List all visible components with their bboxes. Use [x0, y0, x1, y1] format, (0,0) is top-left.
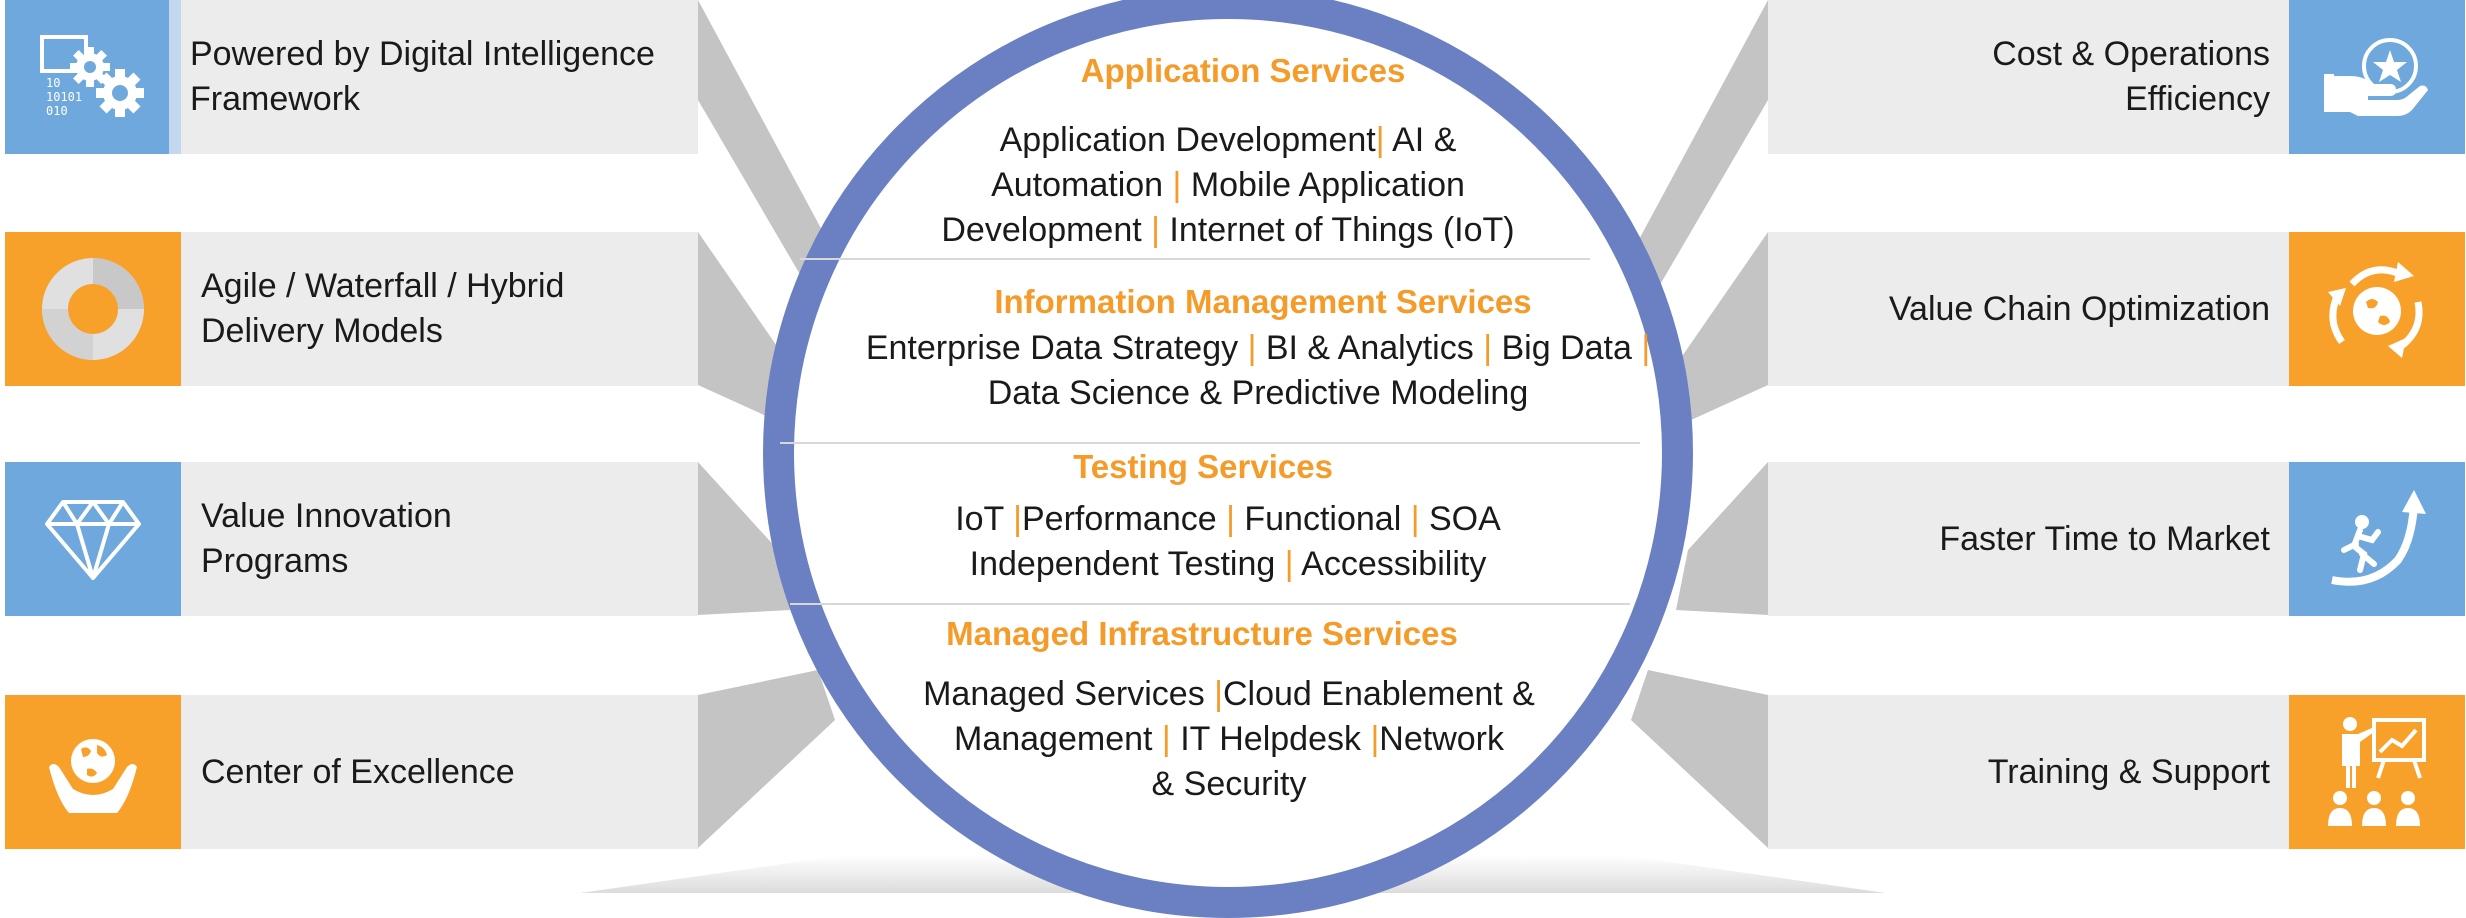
application-services-title: Application Services [1080, 52, 1406, 89]
right-card-label: Cost & Operations Efficiency [1992, 35, 2270, 118]
svg-text:10: 10 [46, 76, 60, 90]
globe-cycle-icon [2328, 262, 2423, 358]
globe-in-hands-icon [49, 739, 137, 813]
ray-right-4 [1631, 670, 1768, 848]
right-card-time-to-market: Faster Time to Market [1768, 462, 2465, 616]
left-card-center-of-excellence: Center of Excellence [5, 695, 698, 849]
service-line: Independent Testing | Accessibility [969, 545, 1487, 583]
left-card-label: Center of Excellence [201, 752, 515, 791]
service-line: & Security [1151, 765, 1307, 803]
service-line: Managed Services |Cloud Enablement & [923, 675, 1535, 713]
service-line: Management | IT Helpdesk |Network [954, 720, 1504, 758]
right-card-value-chain: Value Chain Optimization [1768, 232, 2465, 386]
hand-star-icon [2324, 38, 2428, 116]
left-tile-4 [5, 695, 181, 849]
service-line: Automation | Mobile Application [991, 166, 1465, 204]
ray-left-3 [698, 462, 790, 615]
section-divider [800, 258, 1590, 260]
presentation-icon [2328, 717, 2426, 826]
application-services-list: Application Development| AI & Automation… [763, 118, 1693, 253]
service-line: Data Science & Predictive Modeling [987, 374, 1529, 412]
right-card-label: Training & Support [1987, 752, 2270, 791]
diamond-icon [45, 500, 141, 580]
right-card-training-support: Training & Support [1768, 695, 2465, 849]
right-card-label: Faster Time to Market [1939, 519, 2270, 558]
section-divider [780, 442, 1640, 444]
service-line: Enterprise Data Strategy | BI & Analytic… [865, 329, 1651, 367]
left-card-digital-intelligence: 10 10101 010 Powered by Digital Intellig… [5, 0, 698, 154]
services-circle [763, 0, 1693, 918]
right-tile-3 [2289, 462, 2465, 616]
testing-services-title: Testing Services [1073, 448, 1333, 485]
left-tile-3 [5, 462, 181, 616]
right-tile-2 [2289, 232, 2465, 386]
testing-services-list: IoT |Performance | Functional | SOA Inde… [763, 497, 1693, 587]
service-line: IoT |Performance | Functional | SOA [955, 500, 1501, 538]
information-management-title: Information Management Services [994, 283, 1532, 320]
left-card-label: Agile / Waterfall / Hybrid Delivery Mode… [201, 267, 565, 350]
tile-accent-strip [169, 0, 181, 154]
ray-right-3 [1676, 462, 1768, 615]
ray-right-1 [1636, 0, 1768, 295]
left-tile-2 [5, 232, 181, 386]
ray-left-2 [698, 232, 790, 420]
right-tile-4 [2289, 695, 2465, 849]
left-tile-1: 10 10101 010 [5, 0, 181, 154]
ray-right-2 [1676, 232, 1768, 420]
ray-left-1 [698, 0, 830, 295]
svg-text:10101: 10101 [46, 90, 82, 104]
managed-infrastructure-list: Managed Services |Cloud Enablement & Man… [764, 672, 1694, 807]
left-card-label: Powered by Digital Intelligence Framewor… [190, 35, 655, 118]
left-card-value-innovation: Value Innovation Programs [5, 462, 698, 616]
left-card-delivery-models: Agile / Waterfall / Hybrid Delivery Mode… [5, 232, 698, 386]
service-line: Application Development| AI & [999, 121, 1457, 159]
managed-infrastructure-title: Managed Infrastructure Services [946, 615, 1458, 652]
donut-ring-icon [42, 258, 144, 360]
gears-binary-icon: 10 10101 010 [40, 35, 144, 118]
left-card-label: Value Innovation Programs [201, 497, 452, 580]
right-card-label: Value Chain Optimization [1888, 289, 2270, 328]
section-divider [790, 603, 1630, 605]
svg-text:010: 010 [46, 104, 68, 118]
right-tile-1 [2289, 0, 2465, 154]
information-management-list: Enterprise Data Strategy | BI & Analytic… [778, 326, 1738, 416]
service-line: Development | Internet of Things (IoT) [941, 211, 1515, 249]
right-card-cost-efficiency: Cost & Operations Efficiency [1768, 0, 2465, 154]
runner-arrow-icon [2331, 490, 2426, 586]
ray-left-4 [698, 670, 835, 848]
